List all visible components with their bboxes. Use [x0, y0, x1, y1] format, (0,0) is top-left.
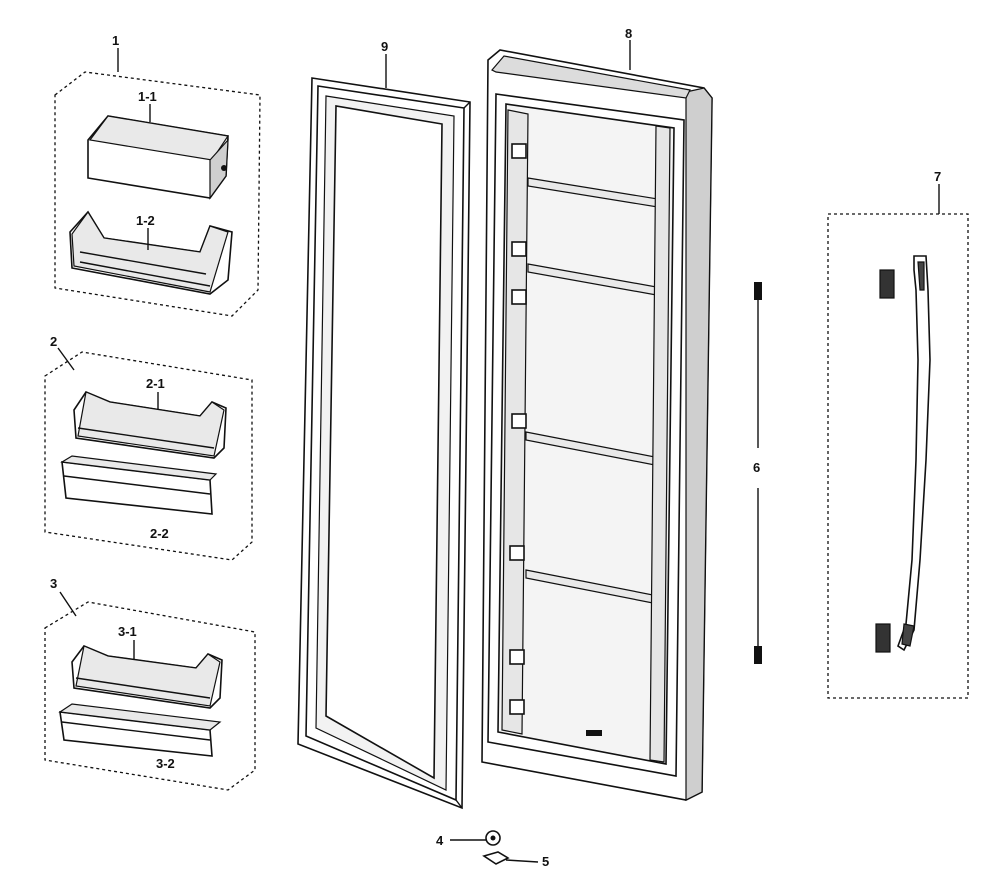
door-logo-mark — [586, 730, 602, 736]
leader-3 — [59, 591, 77, 617]
part-8-door — [481, 49, 713, 801]
group-1: 1 1-1 1-2 — [54, 33, 261, 317]
label-8: 8 — [625, 26, 632, 41]
group-1-outline — [54, 71, 261, 317]
group-3: 3 3-1 3-2 — [44, 576, 256, 791]
label-3: 3 — [50, 576, 57, 591]
label-6: 6 — [753, 460, 760, 475]
label-5: 5 — [542, 854, 549, 869]
screw-dot — [221, 165, 227, 171]
label-2: 2 — [50, 334, 57, 349]
label-1-1: 1-1 — [138, 89, 157, 104]
label-1: 1 — [112, 33, 119, 48]
part-3-2 — [58, 703, 222, 757]
group-3-outline — [44, 601, 256, 791]
part-9-gasket — [297, 77, 471, 810]
part-1-1 — [87, 115, 230, 200]
part-2-2 — [60, 455, 218, 515]
label-3-2: 3-2 — [156, 756, 175, 771]
part-7-handle — [875, 255, 931, 653]
label-2-2: 2-2 — [150, 526, 169, 541]
part-2-1 — [73, 391, 227, 459]
part-4 — [450, 830, 501, 846]
label-4: 4 — [436, 833, 444, 848]
label-7: 7 — [934, 169, 941, 184]
label-9: 9 — [381, 39, 388, 54]
group-2-outline — [44, 351, 253, 561]
label-2-1: 2-1 — [146, 376, 165, 391]
group-7-outline — [827, 213, 969, 699]
part-3-1 — [71, 645, 223, 709]
part-6-bar — [754, 282, 762, 664]
part-5 — [482, 851, 539, 865]
group-2: 2 2-1 2-2 — [44, 334, 253, 561]
part-1-2 — [69, 210, 233, 295]
shelf-rails — [525, 177, 665, 605]
leader-2 — [57, 347, 75, 371]
group-7: 7 — [827, 169, 969, 699]
door-clips — [509, 143, 527, 715]
label-1-2: 1-2 — [136, 213, 155, 228]
label-3-1: 3-1 — [118, 624, 137, 639]
